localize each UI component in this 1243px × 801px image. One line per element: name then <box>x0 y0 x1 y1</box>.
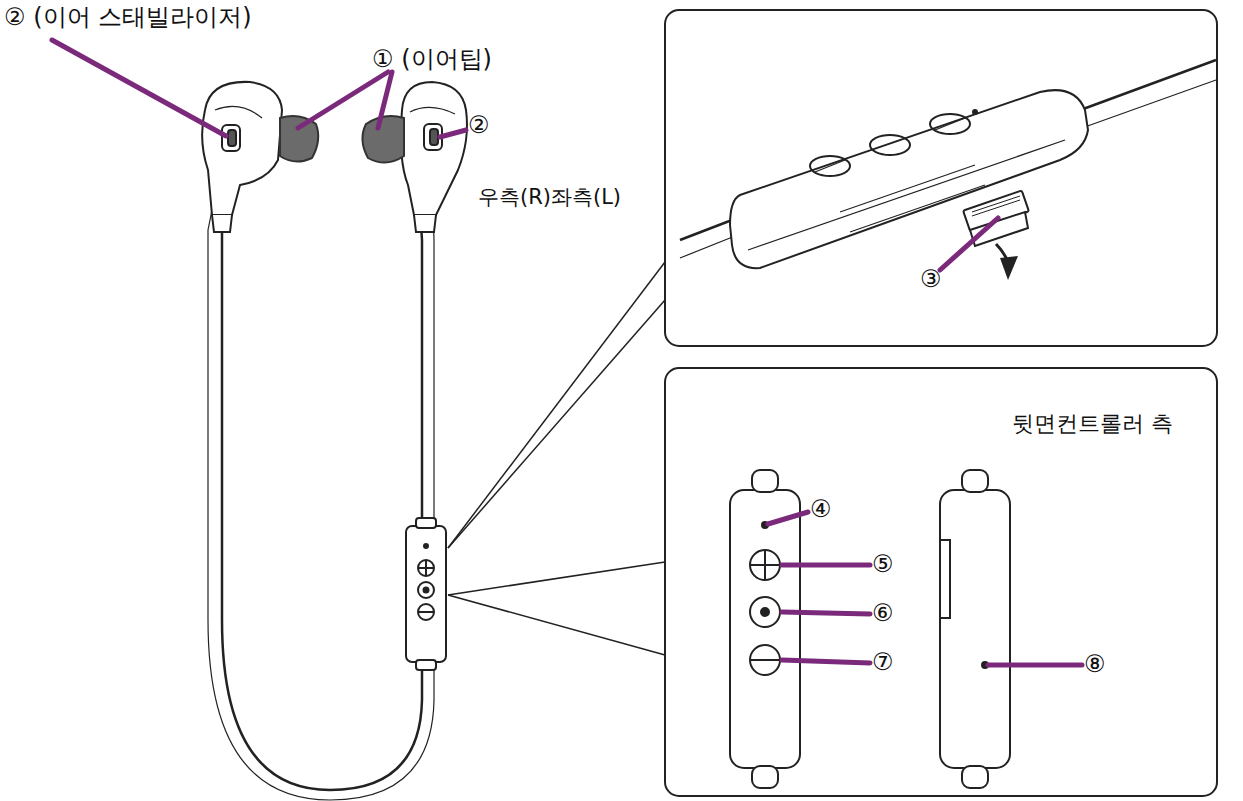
callout-number: ① (이어팁) <box>372 46 492 72</box>
callout-number: ② (이어 스태빌라이저) <box>4 4 252 30</box>
callout-number: ⑦ <box>872 649 894 675</box>
callout-number: ④ <box>810 496 832 522</box>
callout-number: ⑧ <box>1084 651 1106 677</box>
caption-label: 우측(R)좌측(L) <box>478 186 621 209</box>
callout-number: ⑤ <box>872 551 894 577</box>
callout-number: ⑥ <box>872 600 894 626</box>
callout-number: ② <box>468 112 490 138</box>
callout-number: ③ <box>920 266 942 292</box>
caption-label: 뒷면컨트롤러 측 <box>1012 412 1173 436</box>
inset-panel <box>665 10 1217 346</box>
inset-panel <box>665 368 1217 796</box>
